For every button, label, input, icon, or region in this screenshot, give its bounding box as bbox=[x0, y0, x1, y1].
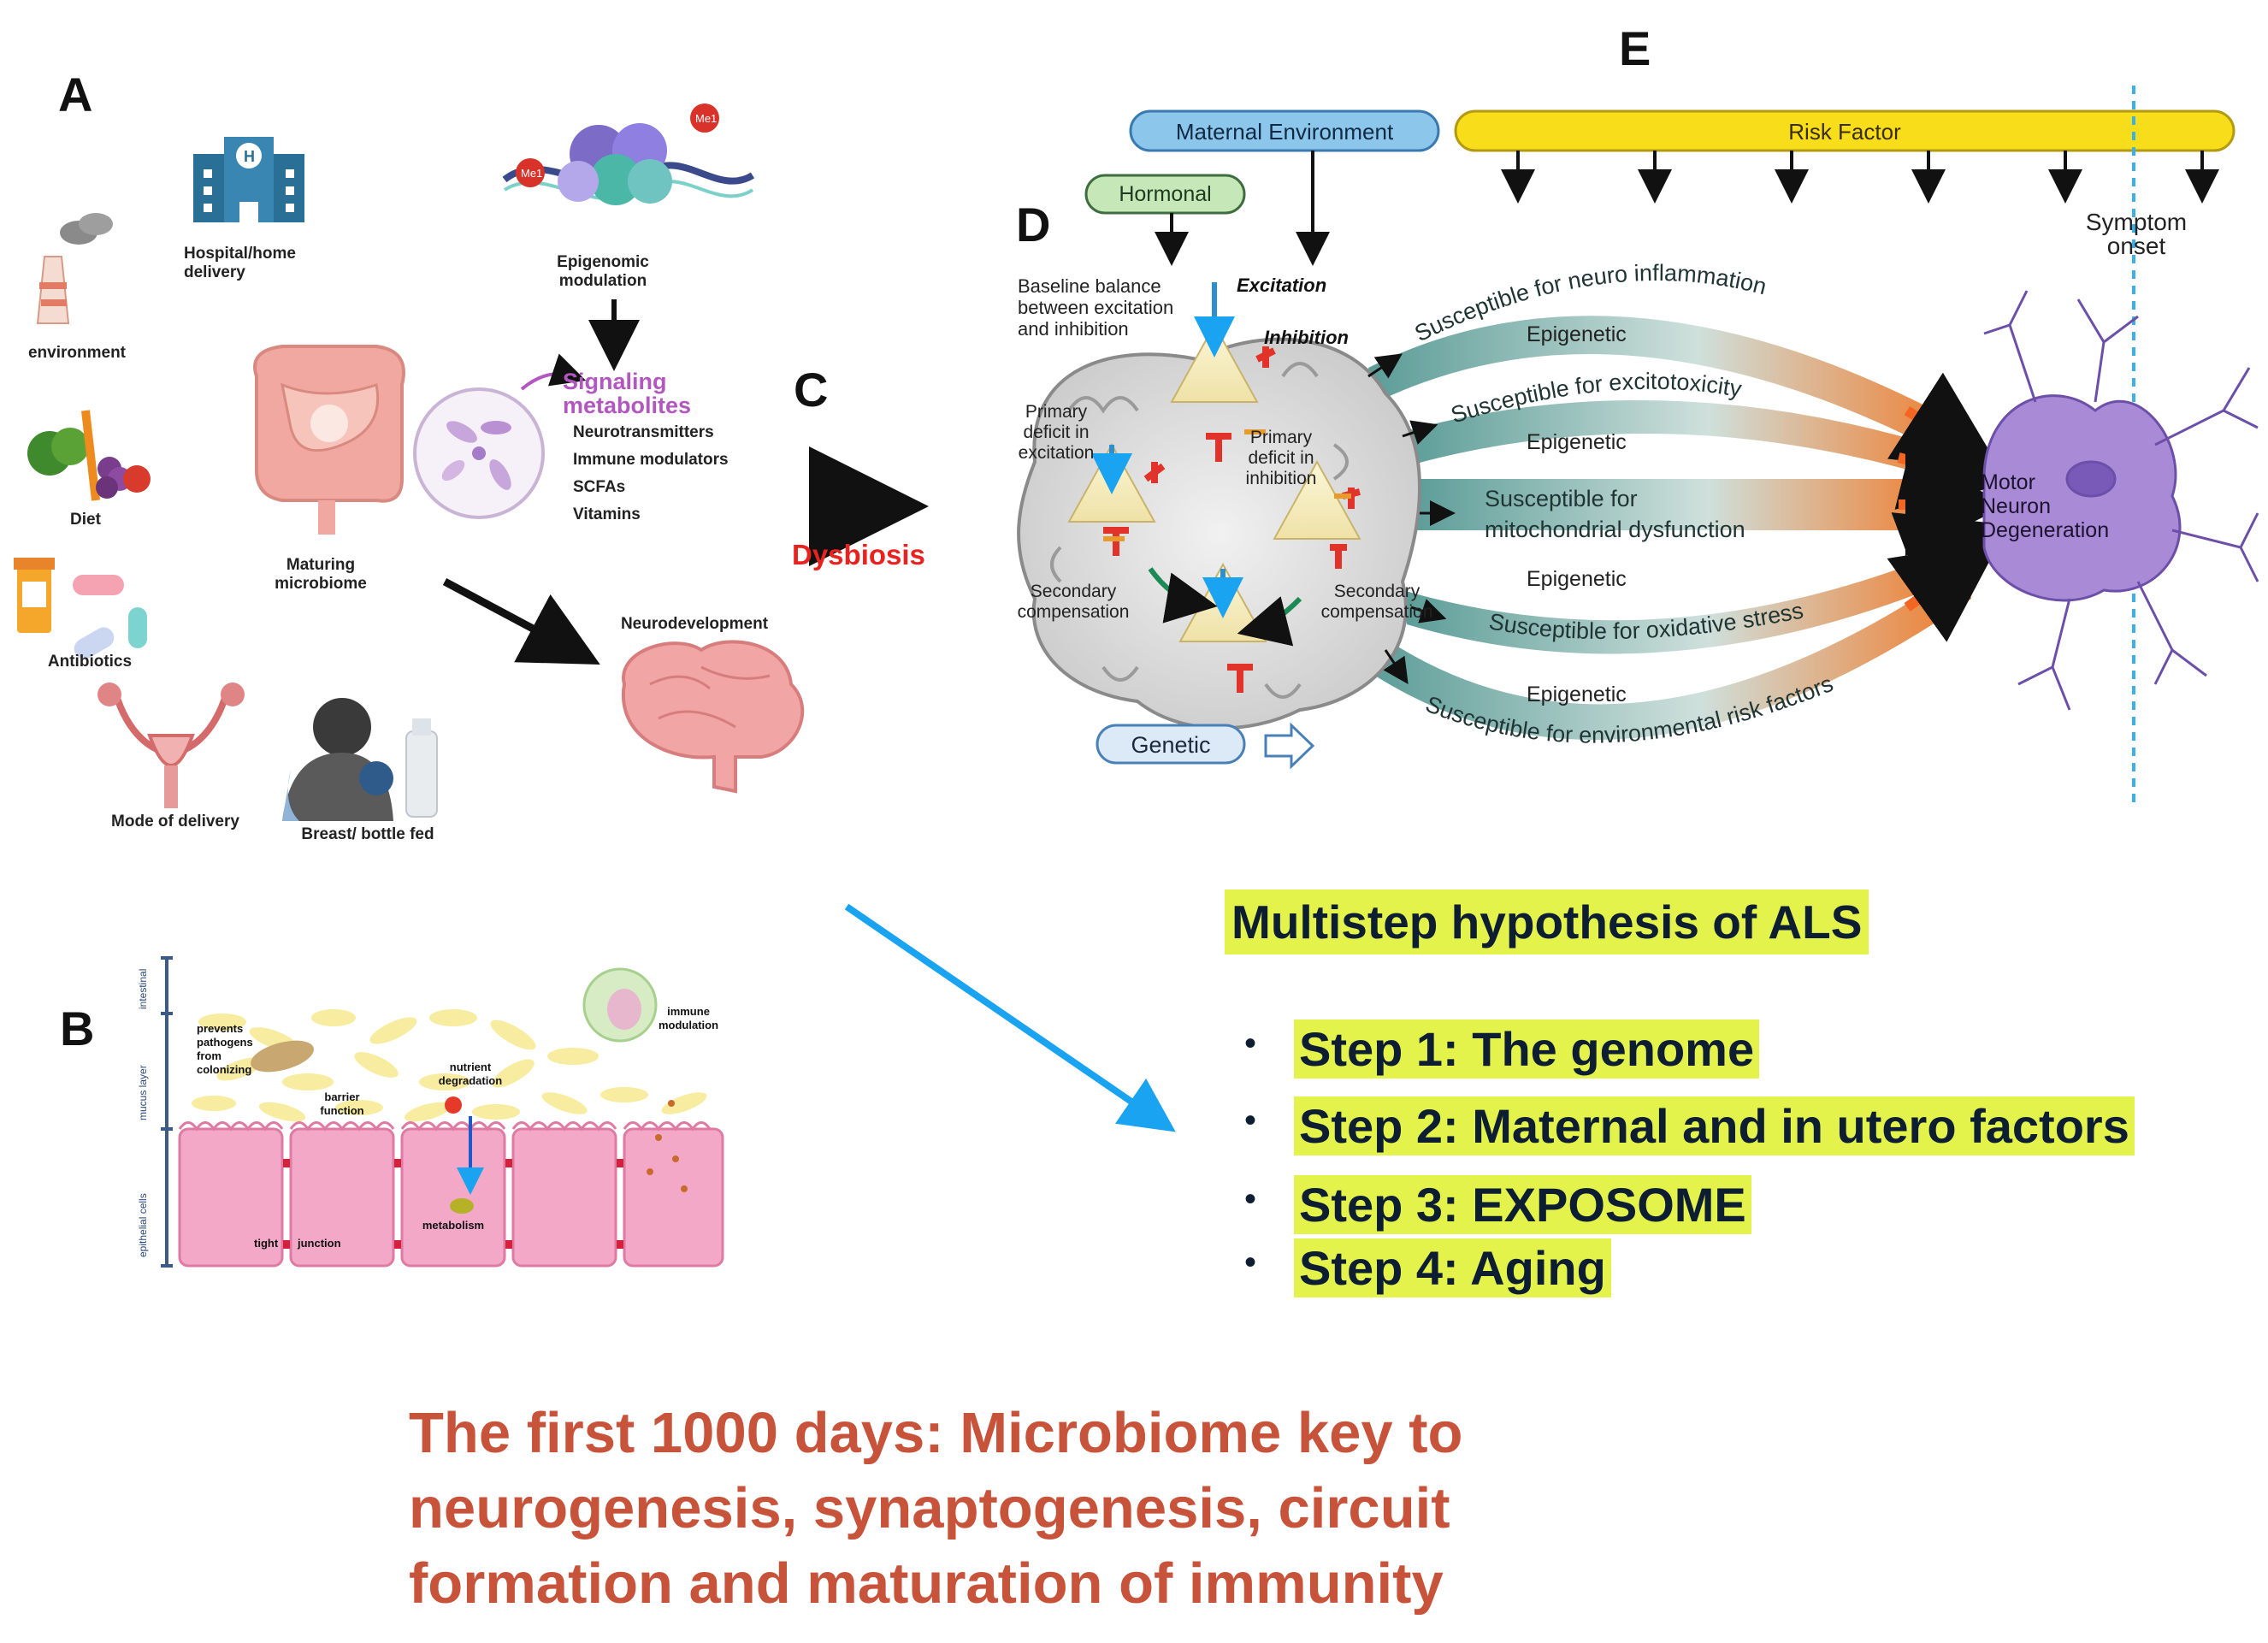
mother-baby-icon bbox=[282, 698, 438, 821]
label-hospital: Hospital/home delivery bbox=[184, 245, 296, 281]
label-dysbiosis: Dysbiosis bbox=[792, 539, 925, 570]
signaling-item: SCFAs bbox=[573, 478, 626, 496]
label-neurodevelopment: Neurodevelopment bbox=[620, 615, 769, 633]
label-immune: immune modulation bbox=[658, 1005, 719, 1031]
label-nutrient: nutrient degradation bbox=[438, 1061, 503, 1087]
uterus-icon bbox=[97, 683, 245, 808]
label-metabolism: metabolism bbox=[422, 1219, 485, 1232]
signaling-item: Neurotransmitters bbox=[573, 423, 714, 441]
label-epigenetic: Epigenetic bbox=[1527, 430, 1627, 454]
small-arrows bbox=[1367, 353, 1456, 684]
brain-slice bbox=[1017, 282, 1421, 730]
label-tight: tight bbox=[254, 1237, 279, 1250]
genetic-arrow bbox=[1264, 722, 1315, 770]
motor-neuron-icon bbox=[1982, 290, 2259, 711]
label-prevents: prevents pathogens from colonizing bbox=[197, 1022, 253, 1076]
signaling-item: Vitamins bbox=[573, 505, 641, 523]
label-intestinal: intestinal bbox=[137, 968, 149, 1009]
neurodev-arrow bbox=[442, 578, 600, 665]
bullet-icon: • bbox=[1244, 1025, 1257, 1062]
label-symptom-onset: Symptom onset bbox=[2085, 209, 2188, 259]
bullet-icon: • bbox=[1244, 1102, 1257, 1139]
label-risk-factor: Risk Factor bbox=[1788, 119, 1901, 145]
label-baseline: Baseline balance between excitation and … bbox=[1018, 275, 1174, 340]
step-label: Step 1: The genome bbox=[1294, 1019, 1760, 1079]
svg-text:H: H bbox=[244, 148, 255, 165]
label-maternal-environment: Maternal Environment bbox=[1175, 119, 1394, 145]
multistep-title: Multistep hypothesis of ALS bbox=[1225, 889, 1869, 954]
nucleosome-icon: Me1 Me1 bbox=[502, 103, 755, 205]
label-epigenetic: Epigenetic bbox=[1527, 683, 1627, 706]
brain-icon bbox=[621, 640, 805, 794]
signaling-item: Immune modulators bbox=[573, 451, 729, 469]
factory-icon bbox=[36, 213, 113, 324]
label-hormonal: Hormonal bbox=[1119, 182, 1212, 206]
intestine-icon bbox=[253, 345, 405, 535]
label-mucus-layer: mucus layer bbox=[137, 1065, 149, 1120]
panel-letter-b: B bbox=[60, 1002, 95, 1055]
step-label: Step 3: EXPOSOME bbox=[1294, 1175, 1751, 1234]
label-epithelial-cells: epithelial cells bbox=[137, 1193, 149, 1257]
bullet-icon: • bbox=[1244, 1244, 1257, 1281]
label-epigenetic: Epigenetic bbox=[1527, 567, 1627, 591]
label-primary-inhibition: Primary deficit in inhibition bbox=[1245, 428, 1317, 488]
label-inhibition: Inhibition bbox=[1264, 327, 1349, 348]
svg-text:Me1: Me1 bbox=[695, 112, 717, 125]
label-diet: Diet bbox=[70, 511, 101, 529]
gut-epithelium-diagram bbox=[161, 956, 724, 1268]
label-junction: junction bbox=[298, 1237, 341, 1250]
risk-factor-bar bbox=[1454, 109, 2236, 152]
pills-icon bbox=[14, 558, 147, 659]
vegetables-icon bbox=[27, 410, 151, 501]
label-excitation: Excitation bbox=[1237, 275, 1327, 296]
hormonal-pill bbox=[1084, 174, 1246, 215]
risk-arrows bbox=[1155, 151, 2219, 266]
panel-letter-d: D bbox=[1016, 198, 1051, 251]
susceptibility-bands bbox=[1368, 316, 2008, 741]
label-breast-bottle: Breast/ bottle fed bbox=[301, 825, 434, 843]
step-label: Step 4: Aging bbox=[1294, 1238, 1611, 1297]
label-epigenetic: Epigenetic bbox=[1527, 322, 1627, 346]
label-barrier: barrier function bbox=[320, 1090, 364, 1117]
label-secondary-left: Secondary compensation bbox=[1017, 582, 1130, 622]
susceptibility-label-3: Susceptible for mitochondrial dysfunctio… bbox=[1485, 486, 1745, 542]
signaling-title: Signaling metabolites bbox=[563, 369, 692, 418]
label-primary-excitation: Primary deficit in excitation bbox=[1018, 402, 1095, 463]
label-maturing: Maturing microbiome bbox=[275, 556, 367, 593]
label-motor-neuron: Motor Neuron Degeneration bbox=[1981, 470, 2110, 542]
panel-letter-a: A bbox=[58, 68, 93, 121]
label-secondary-right: Secondary compensation bbox=[1320, 582, 1433, 622]
bullet-icon: • bbox=[1244, 1180, 1257, 1218]
step-label: Step 2: Maternal and in utero factors bbox=[1294, 1096, 2135, 1155]
bottom-caption: The first 1000 days: Microbiome key to n… bbox=[409, 1401, 1463, 1616]
label-epigenomic: Epigenomic modulation bbox=[557, 253, 649, 290]
genetic-pill bbox=[1096, 724, 1246, 765]
svg-text:Me1: Me1 bbox=[521, 167, 542, 180]
panel-letter-c: C bbox=[794, 363, 829, 417]
label-mode-of-delivery: Mode of delivery bbox=[111, 813, 239, 830]
blue-pointer-arrow bbox=[844, 903, 1176, 1132]
maternal-environment-pill bbox=[1129, 109, 1440, 152]
hospital-icon: H bbox=[193, 137, 304, 222]
panel-letter-e: E bbox=[1619, 21, 1651, 75]
label-environment: environment bbox=[27, 344, 127, 362]
microbe-circle-icon bbox=[413, 353, 587, 519]
label-antibiotics: Antibiotics bbox=[47, 653, 133, 671]
signaling-list: Neurotransmitters Immune modulators SCFA… bbox=[573, 419, 778, 529]
label-genetic: Genetic bbox=[1131, 732, 1211, 758]
